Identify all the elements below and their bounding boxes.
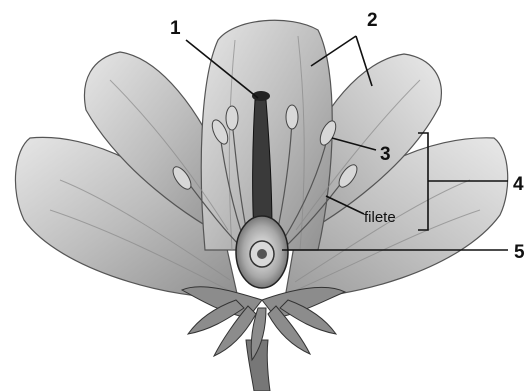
callout-1: 1 — [170, 18, 181, 39]
callout-4: 4 — [513, 174, 524, 195]
callout-2: 2 — [367, 10, 378, 31]
filament-label: filete — [364, 209, 396, 226]
callout-5: 5 — [514, 242, 525, 263]
ovule-core — [257, 249, 267, 259]
callout-3: 3 — [380, 144, 391, 165]
